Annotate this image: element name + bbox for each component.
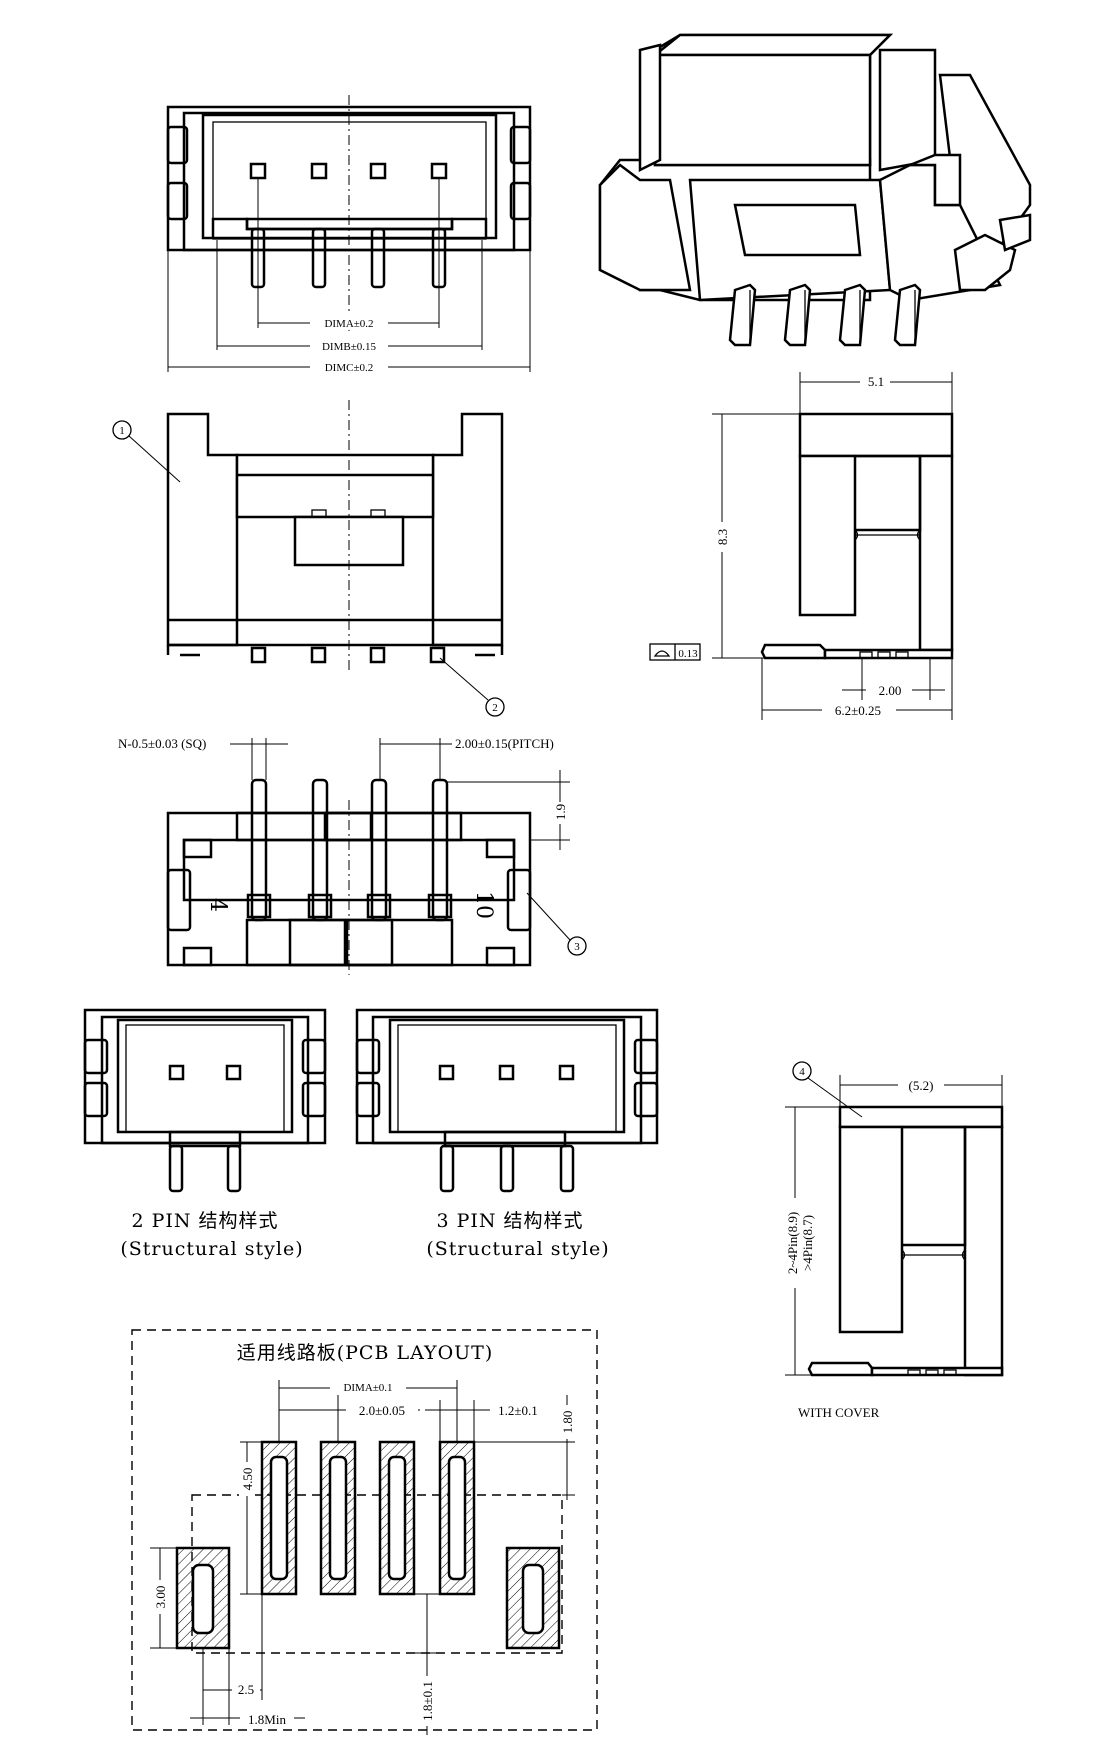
pin-size-label: N-0.5±0.03 (SQ) [118,736,206,751]
dim-a-label: DIMA±0.2 [324,318,373,330]
dim-c-label: DIMC±0.2 [325,362,374,374]
isometric-view [598,33,1032,347]
pcb-title: 适用线路板(PCB LAYOUT) [237,1342,494,1364]
pcb-tab-offset-label: 2.5 [238,1682,254,1697]
front-view: DIMA±0.2 DIMB±0.15 DIMC±0.2 [166,95,532,374]
two-pin-view: 2 PIN 结构样式 (Structural style) [83,1008,327,1260]
three-pin-view: 3 PIN 结构样式 (Structural style) [355,1008,659,1260]
pcb-tab-height-label: 3.00 [153,1586,168,1609]
flatness-label: 0.13 [678,648,698,660]
marking-left: 4 [205,898,230,912]
pcb-top-label: 1.80 [560,1411,575,1434]
with-cover-label: WITH COVER [798,1405,880,1420]
pin-protrude-label: 1.9 [553,804,568,820]
three-pin-title: 3 PIN 结构样式 [436,1210,583,1232]
dim-b-label: DIMB±0.15 [322,341,377,353]
cover-width-label: (5.2) [909,1078,934,1093]
two-pin-subtitle: (Structural style) [120,1238,303,1260]
side-pitch-label: 2.00 [879,683,902,698]
pitch-label: 2.00±0.15(PITCH) [455,736,554,751]
side-height-label: 8.3 [715,529,730,545]
callout-3: 3 [574,941,580,953]
cover-height-b: >4Pin(8.7) [800,1215,815,1271]
callout-2: 2 [492,702,498,714]
side-depth-label: 6.2±0.25 [835,703,881,718]
pcb-tab-min-label: 1.8Min [248,1712,286,1727]
pcb-bottom-label: 1.8±0.1 [420,1681,435,1721]
with-cover-view: (5.2) 2~4Pin(8.9) >4Pin(8.7) 4 WITH COVE… [781,1061,1004,1420]
top-view: 1 2 [112,400,505,717]
pcb-layout: 适用线路板(PCB LAYOUT) DIMA±0.1 2.0±0.05 1.2±… [131,1329,598,1735]
side-width-label: 5.1 [868,374,884,389]
pcb-pitch-label: 2.0±0.05 [359,1403,405,1418]
callout-1: 1 [119,425,125,437]
marking-right: 10 [471,891,496,919]
pcb-pad-width-label: 1.2±0.1 [498,1403,538,1418]
callout-4: 4 [799,1066,805,1078]
pcb-pad-height-label: 4.50 [240,1468,255,1491]
side-view: 5.1 8.3 2.00 6.2±0.25 0.13 [649,372,954,720]
pcb-dima-label: DIMA±0.1 [343,1382,392,1394]
two-pin-title: 2 PIN 结构样式 [131,1210,278,1232]
bottom-view: 4 10 N-0.5±0.03 (SQ) 2.00±0.15(PITCH) 1.… [118,734,587,975]
three-pin-subtitle: (Structural style) [426,1238,609,1260]
cover-height-a: 2~4Pin(8.9) [785,1212,800,1274]
